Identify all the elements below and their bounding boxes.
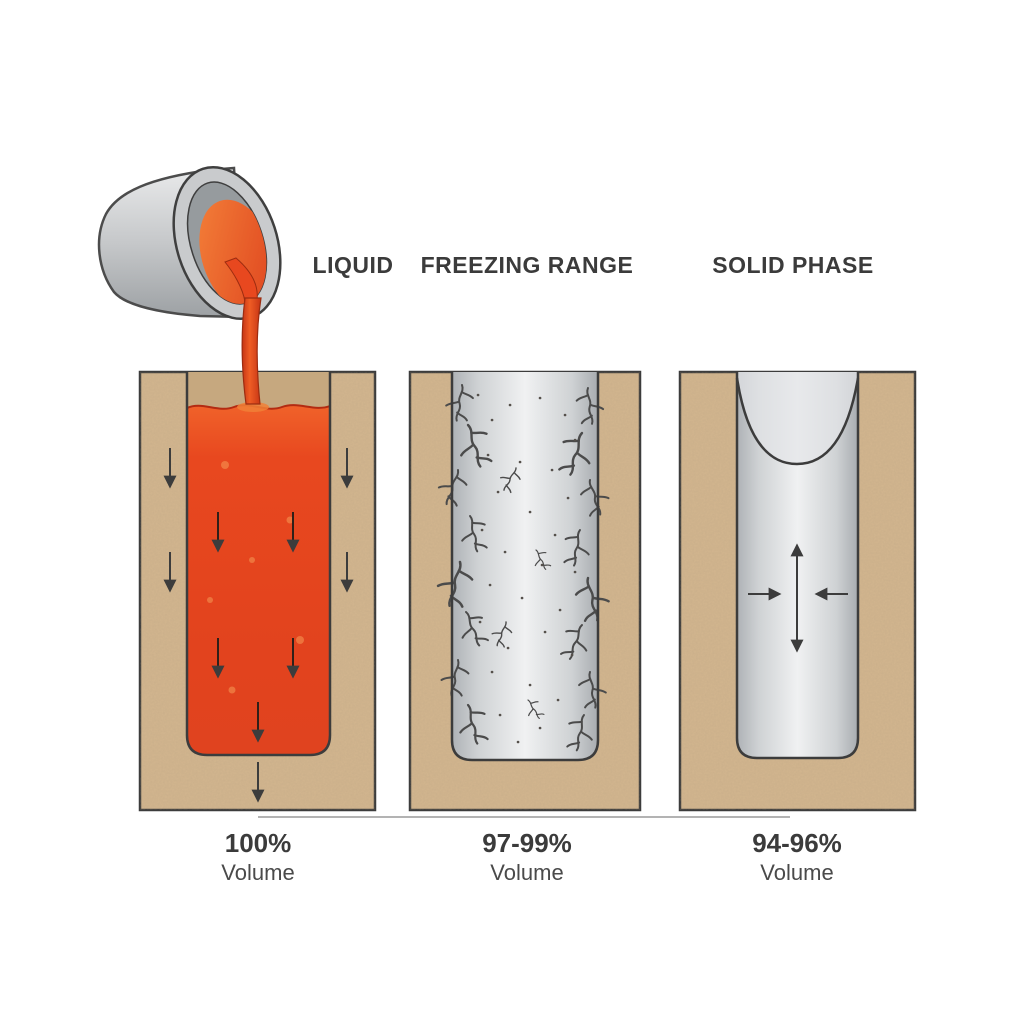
stage-label-solid-phase: SOLID PHASE [712, 252, 874, 278]
mold-freezing-stage [408, 370, 642, 812]
molten-metal-pool [199, 199, 277, 313]
volume-unit-liquid: Volume [221, 860, 295, 885]
shrinkage-pipe-surface [735, 377, 860, 466]
volume-percent-solid: 94-96% [752, 828, 842, 858]
shrinkage-pipe-region [737, 372, 858, 464]
mold-liquid-stage [138, 370, 377, 812]
solid-contraction-arrows [748, 543, 848, 653]
cavity-outline [185, 372, 332, 757]
pour-splash [237, 402, 269, 412]
volume-percent-freezing: 97-99% [482, 828, 572, 858]
solidification-specks [476, 393, 577, 744]
cavity-outline [450, 372, 600, 762]
pouring-crucible [97, 165, 282, 321]
cavity-outline [735, 372, 860, 760]
volume-percent-liquid: 100% [224, 828, 292, 858]
mold-wall-arrows-down [163, 448, 354, 593]
stage-label-freezing-range: FREEZING RANGE [420, 252, 634, 278]
volume-unit-solid: Volume [760, 860, 834, 885]
liquid-shrinkage-arrows [211, 512, 300, 743]
mold-solid-stage [678, 370, 917, 812]
molten-glow-spots [207, 461, 304, 694]
pour-stream [241, 297, 262, 405]
mushy-metal-fill [452, 372, 598, 760]
stage-label-liquid: LIQUID [312, 252, 394, 278]
volume-unit-freezing: Volume [490, 860, 564, 885]
